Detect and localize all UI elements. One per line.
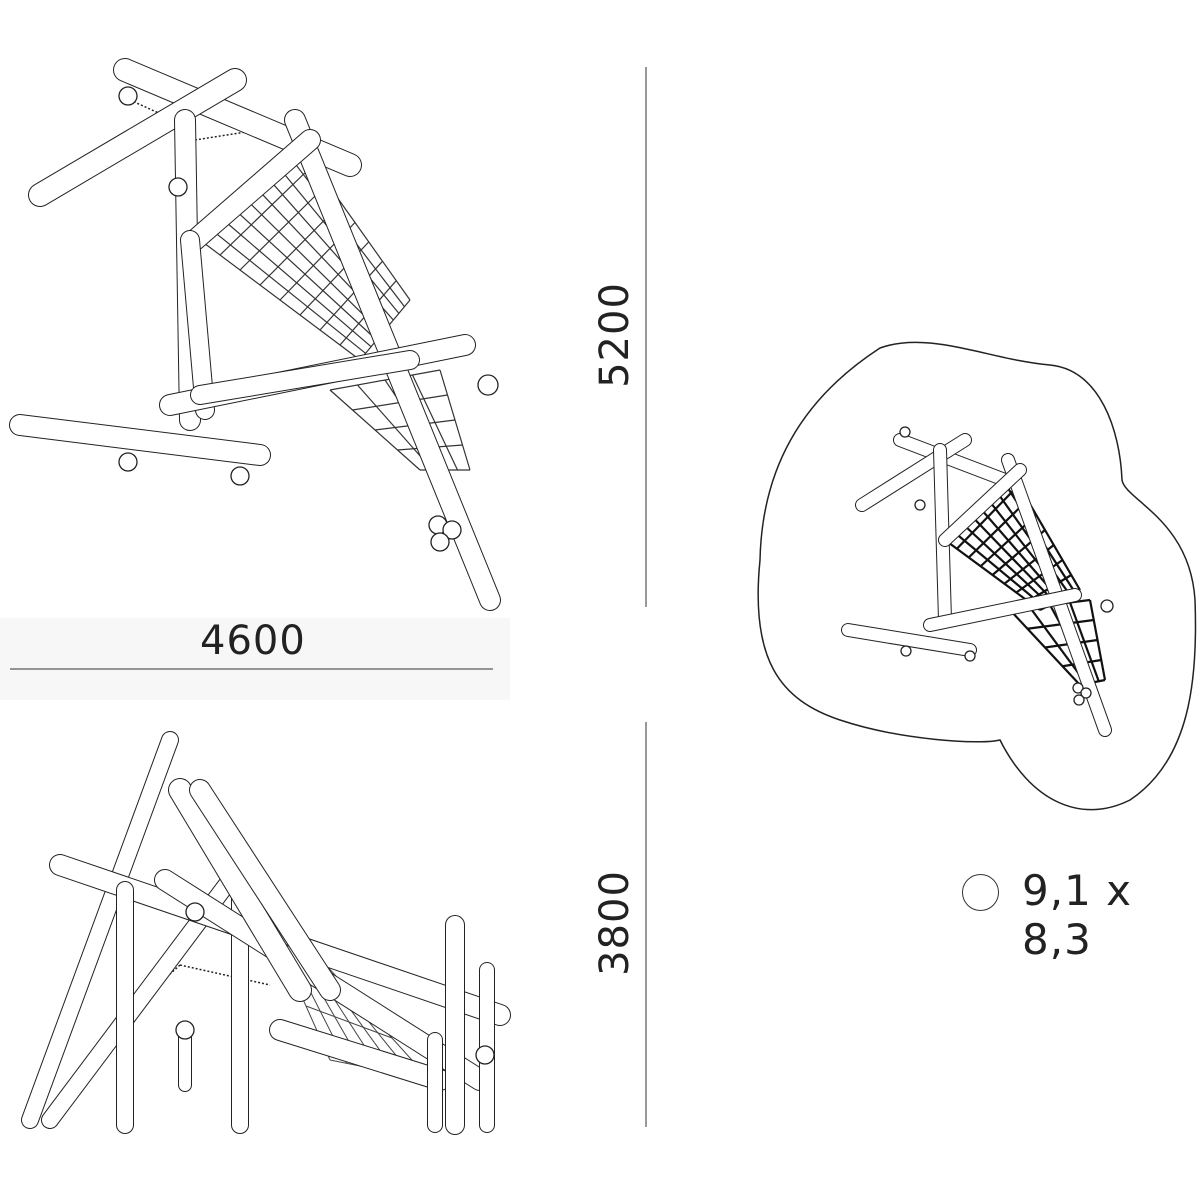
ball <box>118 86 138 106</box>
dimension-band <box>0 618 510 700</box>
top-view-drawing <box>9 58 501 611</box>
ball <box>964 650 976 662</box>
pole <box>270 1020 450 1090</box>
net-rope <box>1015 559 1064 594</box>
net-rope <box>319 260 383 331</box>
ball <box>477 374 499 396</box>
pole <box>169 779 311 1001</box>
ball <box>1100 599 1114 613</box>
height-label-top: 5200 <box>592 282 638 388</box>
net-rope <box>239 183 328 271</box>
ball <box>475 1045 495 1065</box>
pole <box>856 434 971 511</box>
side-view-drawing <box>21 731 511 1135</box>
ball <box>430 532 450 552</box>
pole <box>191 351 419 404</box>
plan-view-drawing <box>841 426 1114 737</box>
ball <box>175 1020 195 1040</box>
ball <box>914 499 926 511</box>
ball <box>230 466 250 486</box>
rope <box>179 964 271 986</box>
pole <box>939 464 1026 546</box>
safety-area-label: 9,1 x 8,3 <box>1022 866 1132 964</box>
ball <box>1073 694 1085 706</box>
net-rope <box>219 163 315 256</box>
ball <box>1072 682 1084 694</box>
net-rope <box>329 369 441 391</box>
net-rope <box>956 484 1020 550</box>
net-rope <box>967 499 1029 559</box>
ball <box>442 520 462 540</box>
width-label: 4600 <box>200 618 306 664</box>
pole <box>894 434 1011 486</box>
pole <box>190 780 340 1000</box>
ball <box>899 426 911 438</box>
ball <box>900 645 912 657</box>
ball <box>168 177 188 197</box>
ball <box>118 452 138 472</box>
safety-zone-outline <box>757 341 1197 811</box>
pole <box>181 231 214 419</box>
pole <box>22 732 178 1128</box>
pole <box>924 589 1081 631</box>
net-rope <box>305 1005 393 1039</box>
pole <box>10 415 270 465</box>
pole <box>185 130 320 250</box>
pole <box>842 624 976 656</box>
ball <box>1080 687 1092 699</box>
ball <box>185 902 205 922</box>
height-label-side: 3800 <box>592 870 638 976</box>
circle-icon <box>962 874 999 911</box>
pole <box>29 69 246 206</box>
